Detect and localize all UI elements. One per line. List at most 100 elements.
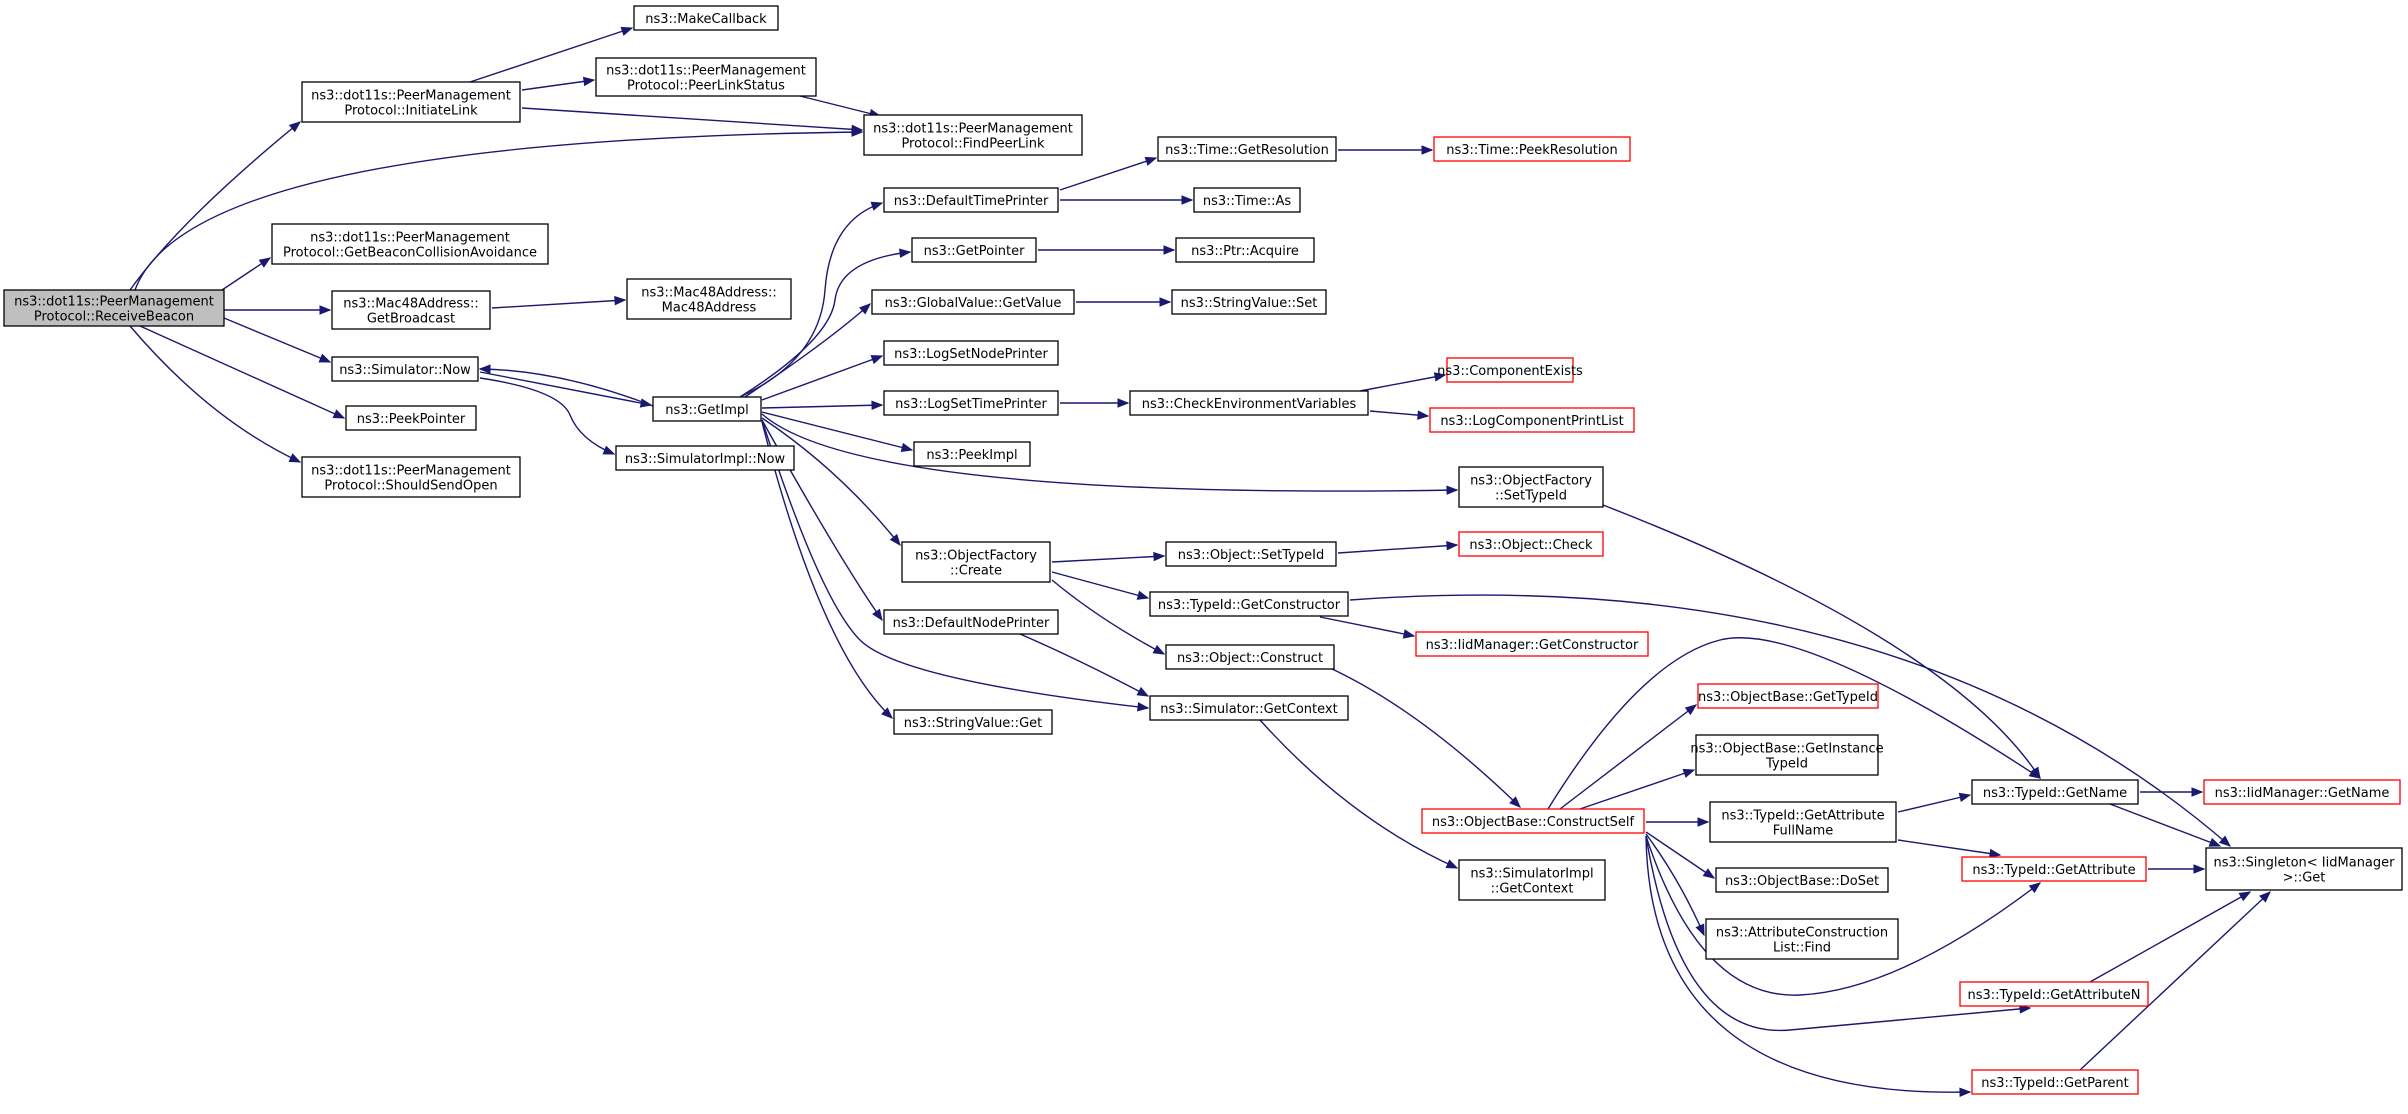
- node-label: Protocol::FindPeerLink: [901, 137, 1045, 152]
- edge-get_impl-to-peek_impl: [761, 411, 914, 453]
- node-get-impl[interactable]: ns3::GetImpl: [652, 396, 762, 422]
- node-component-exists[interactable]: ns3::ComponentExists: [1437, 357, 1583, 383]
- edge-receive_beacon-to-get_beacon_collision: [221, 257, 272, 291]
- edge-get_impl-to-simulator_get_context: [761, 419, 1150, 712]
- node-time-get-resolution[interactable]: ns3::Time::GetResolution: [1157, 136, 1337, 162]
- node-get-pointer[interactable]: ns3::GetPointer: [911, 237, 1037, 263]
- node-label: ns3::SimulatorImpl::Now: [625, 452, 786, 467]
- node-time-as[interactable]: ns3::Time::As: [1193, 187, 1301, 213]
- node-label: ns3::IidManager::GetName: [2215, 786, 2390, 801]
- node-label: ns3::GlobalValue::GetValue: [885, 296, 1062, 311]
- edge-type_id_get_attribute-to-singleton_get: [2148, 864, 2206, 874]
- node-log-set-time-printer[interactable]: ns3::LogSetTimePrinter: [883, 390, 1059, 416]
- node-object-base-get-type-id[interactable]: ns3::ObjectBase::GetTypeId: [1697, 683, 1879, 709]
- node-mac48address[interactable]: ns3::Mac48Address::Mac48Address: [626, 278, 792, 320]
- node-object-construct[interactable]: ns3::Object::Construct: [1165, 644, 1335, 670]
- node-type-id-get-attribute[interactable]: ns3::TypeId::GetAttribute: [1961, 856, 2147, 882]
- node-object-check[interactable]: ns3::Object::Check: [1458, 531, 1604, 557]
- node-iid-manager-get-constructor[interactable]: ns3::IidManager::GetConstructor: [1415, 631, 1649, 657]
- edge-type_id_get_name-to-iid_manager_get_name: [2140, 787, 2204, 797]
- node-label: Protocol::ShouldSendOpen: [324, 479, 497, 494]
- node-iid-manager-get-name[interactable]: ns3::IidManager::GetName: [2203, 779, 2401, 805]
- node-object-base-construct-self[interactable]: ns3::ObjectBase::ConstructSelf: [1421, 808, 1645, 834]
- node-label: ns3::Mac48Address::: [343, 297, 478, 312]
- node-type-id-get-attribute-n[interactable]: ns3::TypeId::GetAttributeN: [1959, 981, 2149, 1007]
- node-make-callback[interactable]: ns3::MakeCallback: [633, 5, 779, 31]
- node-label: ns3::Mac48Address::: [641, 286, 776, 301]
- node-log-set-node-printer[interactable]: ns3::LogSetNodePrinter: [883, 340, 1059, 366]
- node-ptr-acquire[interactable]: ns3::Ptr::Acquire: [1175, 237, 1315, 263]
- node-label: ns3::GetPointer: [924, 244, 1025, 259]
- node-label: ::SetTypeId: [1495, 489, 1567, 504]
- node-default-node-printer[interactable]: ns3::DefaultNodePrinter: [883, 609, 1059, 635]
- node-type-id-get-parent[interactable]: ns3::TypeId::GetParent: [1971, 1069, 2139, 1095]
- node-label: ns3::Time::As: [1203, 194, 1292, 209]
- node-simulator-get-context[interactable]: ns3::Simulator::GetContext: [1149, 695, 1349, 721]
- edge-object_base_construct_self-to-type_id_get_parent: [1645, 835, 1972, 1097]
- node-global-value-get-value[interactable]: ns3::GlobalValue::GetValue: [871, 289, 1075, 315]
- node-find-peer-link[interactable]: ns3::dot11s::PeerManagementProtocol::Fin…: [863, 114, 1083, 156]
- node-simulator-now[interactable]: ns3::Simulator::Now: [331, 356, 479, 382]
- node-default-time-printer[interactable]: ns3::DefaultTimePrinter: [883, 187, 1059, 213]
- node-get-beacon-collision[interactable]: ns3::dot11s::PeerManagementProtocol::Get…: [271, 223, 549, 265]
- node-should-send-open[interactable]: ns3::dot11s::PeerManagementProtocol::Sho…: [301, 456, 521, 498]
- node-label: ns3::LogComponentPrintList: [1440, 414, 1623, 429]
- node-simulator-impl-get-context[interactable]: ns3::SimulatorImpl::GetContext: [1458, 859, 1606, 901]
- edge-simulator_now-to-get_impl: [479, 371, 653, 408]
- edge-get_impl-to-object_factory_set_type_id: [761, 413, 1459, 495]
- node-label: ns3::PeekImpl: [926, 448, 1017, 463]
- node-label: FullName: [1773, 824, 1834, 839]
- node-simulatorimpl-now[interactable]: ns3::SimulatorImpl::Now: [615, 445, 795, 471]
- node-label: Protocol::PeerLinkStatus: [627, 79, 785, 94]
- node-singleton-get[interactable]: ns3::Singleton< IidManager >::Get: [2205, 847, 2403, 891]
- node-label: ns3::CheckEnvironmentVariables: [1142, 397, 1357, 412]
- node-peek-impl[interactable]: ns3::PeekImpl: [913, 441, 1031, 467]
- node-object-set-type-id[interactable]: ns3::Object::SetTypeId: [1165, 541, 1337, 567]
- node-object-factory-create[interactable]: ns3::ObjectFactory::Create: [901, 541, 1051, 583]
- node-string-value-get[interactable]: ns3::StringValue::Get: [893, 709, 1053, 735]
- node-label: ns3::SimulatorImpl: [1470, 867, 1593, 882]
- node-label: Protocol::ReceiveBeacon: [34, 310, 194, 325]
- edge-get_broadcast-to-mac48address: [491, 295, 627, 309]
- node-label: ns3::dot11s::PeerManagement: [311, 89, 511, 104]
- edge-type_id_get_name-to-singleton_get: [2109, 803, 2222, 847]
- node-receive-beacon[interactable]: ns3::dot11s::PeerManagementProtocol::Rec…: [3, 289, 225, 327]
- node-label: ns3::TypeId::GetAttributeN: [1967, 988, 2140, 1003]
- edge-type_id_get_constructor-to-singleton_get: [1349, 594, 2232, 847]
- node-check-env-vars[interactable]: ns3::CheckEnvironmentVariables: [1129, 390, 1369, 416]
- node-label: ns3::ObjectBase::ConstructSelf: [1432, 815, 1635, 830]
- node-string-value-set[interactable]: ns3::StringValue::Set: [1171, 289, 1327, 315]
- node-label: ns3::ComponentExists: [1437, 364, 1583, 379]
- node-log-component-print-list[interactable]: ns3::LogComponentPrintList: [1429, 407, 1635, 433]
- edge-object_set_type_id-to-object_check: [1337, 540, 1459, 554]
- node-label: ns3::TypeId::GetAttribute: [1721, 809, 1884, 824]
- node-time-peek-resolution[interactable]: ns3::Time::PeekResolution: [1433, 136, 1631, 162]
- node-peer-link-status[interactable]: ns3::dot11s::PeerManagementProtocol::Pee…: [595, 57, 817, 97]
- edge-type_id_get_parent-to-singleton_get: [2079, 891, 2271, 1071]
- node-initiate-link[interactable]: ns3::dot11s::PeerManagementProtocol::Ini…: [301, 81, 521, 123]
- edge-default_node_printer-to-simulator_get_context: [1019, 633, 1150, 697]
- node-get-broadcast[interactable]: ns3::Mac48Address::GetBroadcast: [331, 290, 491, 330]
- edge-get_pointer-to-ptr_acquire: [1038, 245, 1176, 255]
- node-label: ns3::PeekPointer: [357, 412, 466, 427]
- edge-get_impl-to-log_set_time_printer: [761, 400, 884, 410]
- edge-initiate_link-to-find_peer_link: [521, 107, 864, 135]
- node-type-id-get-constructor[interactable]: ns3::TypeId::GetConstructor: [1149, 591, 1349, 617]
- node-label: ns3::TypeId::GetName: [1983, 786, 2127, 801]
- node-peek-pointer[interactable]: ns3::PeekPointer: [345, 405, 477, 431]
- node-object-factory-set-type-id[interactable]: ns3::ObjectFactory::SetTypeId: [1458, 466, 1604, 508]
- edge-log_set_time_printer-to-check_env_vars: [1060, 398, 1130, 408]
- edge-default_time_printer-to-time_get_resolution: [1059, 156, 1158, 191]
- node-label: ns3::dot11s::PeerManagement: [310, 231, 510, 246]
- node-type-id-get-name[interactable]: ns3::TypeId::GetName: [1971, 779, 2139, 805]
- edge-type_id_get_constructor-to-iid_manager_get_constructor: [1319, 616, 1416, 639]
- node-object-base-do-set[interactable]: ns3::ObjectBase::DoSet: [1715, 867, 1889, 893]
- edge-get_impl-to-object_factory_create: [761, 417, 901, 547]
- edge-object_base_construct_self-to-type_id_get_name: [1547, 637, 2042, 810]
- edge-receive_beacon-to-initiate_link: [129, 121, 302, 291]
- node-label: ns3::dot11s::PeerManagement: [873, 122, 1073, 137]
- edge-get_impl-to-string_value_get: [761, 421, 893, 719]
